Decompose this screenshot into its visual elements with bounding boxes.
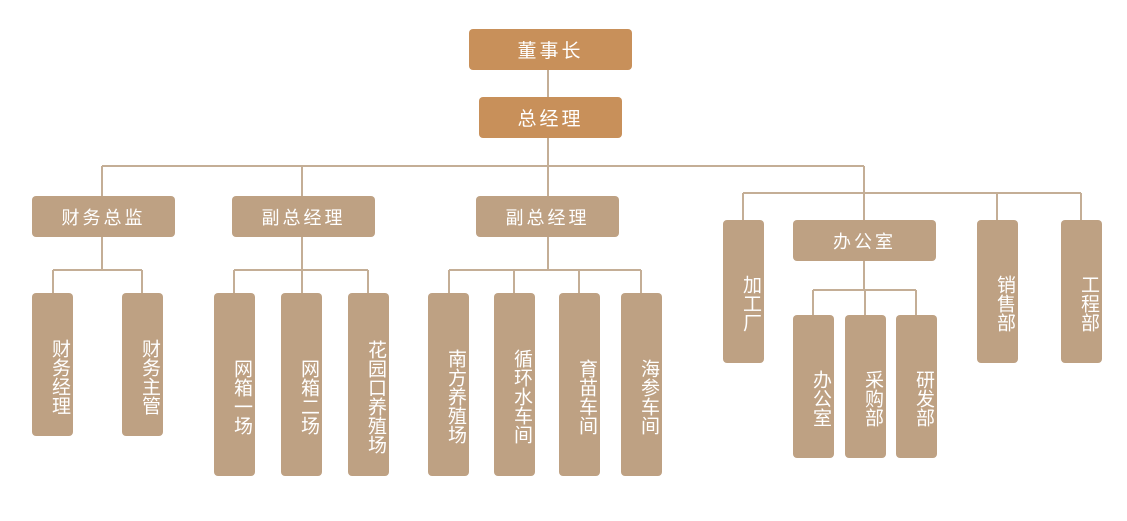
node-net-cage-1: 网箱一场: [214, 293, 255, 476]
node-sea-cucumber-workshop: 海参车间: [621, 293, 662, 476]
node-procurement-dept: 采购部: [845, 315, 886, 458]
node-processing-plant: 加工厂: [723, 220, 764, 363]
node-chairman: 董事长: [469, 29, 632, 70]
node-finance-director: 财务总监: [32, 196, 175, 237]
node-huayuankou-farm: 花园口养殖场: [348, 293, 389, 476]
node-deputy-gm-1: 副总经理: [232, 196, 375, 237]
node-south-farm: 南方养殖场: [428, 293, 469, 476]
node-general-manager: 总经理: [479, 97, 622, 138]
node-engineering-dept: 工程部: [1061, 220, 1102, 363]
node-nursery-workshop: 育苗车间: [559, 293, 600, 476]
node-net-cage-2: 网箱二场: [281, 293, 322, 476]
node-finance-supervisor: 财务主管: [122, 293, 163, 436]
node-rd-dept: 研发部: [896, 315, 937, 458]
node-recirculating-workshop: 循环水车间: [494, 293, 535, 476]
node-finance-manager: 财务经理: [32, 293, 73, 436]
node-office-dept: 办公室: [793, 315, 834, 458]
node-office: 办公室: [793, 220, 936, 261]
node-deputy-gm-2: 副总经理: [476, 196, 619, 237]
node-sales-dept: 销售部: [977, 220, 1018, 363]
